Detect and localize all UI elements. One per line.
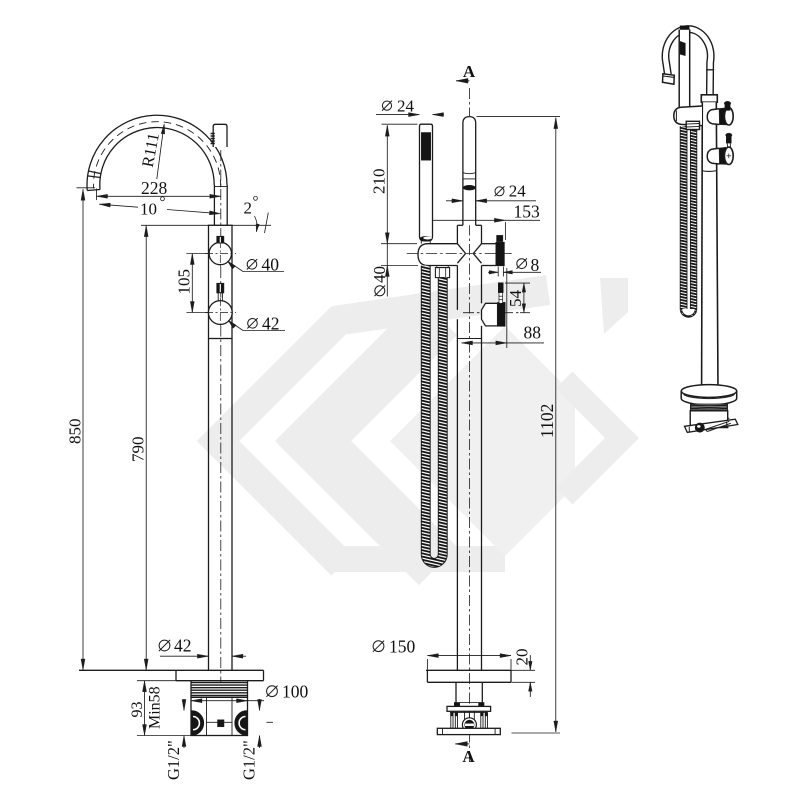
svg-text:A: A: [463, 62, 476, 81]
svg-text:10: 10: [140, 200, 157, 219]
svg-text:G1/2": G1/2": [164, 740, 183, 780]
svg-text:210: 210: [370, 169, 389, 195]
svg-text:850: 850: [66, 419, 85, 445]
svg-text:20: 20: [513, 649, 532, 666]
svg-text:153: 153: [514, 202, 541, 222]
svg-text:°: °: [253, 194, 259, 210]
svg-text:Min58: Min58: [147, 686, 164, 729]
svg-text:40: 40: [262, 255, 280, 275]
svg-text:A: A: [462, 747, 475, 766]
svg-text:24: 24: [397, 97, 415, 116]
svg-text:1102: 1102: [537, 404, 557, 438]
svg-text:228: 228: [141, 178, 168, 198]
svg-text:42: 42: [174, 636, 192, 656]
svg-text:42: 42: [262, 314, 280, 334]
svg-text:°: °: [160, 195, 166, 211]
svg-text:G1/2": G1/2": [240, 740, 259, 780]
svg-text:105: 105: [175, 269, 194, 295]
svg-text:2: 2: [244, 199, 253, 218]
svg-text:93: 93: [129, 702, 146, 718]
svg-text:8: 8: [531, 255, 540, 275]
svg-text:150: 150: [389, 637, 416, 657]
svg-text:54: 54: [506, 290, 525, 308]
svg-text:88: 88: [524, 323, 542, 343]
svg-text:24: 24: [509, 182, 527, 201]
svg-text:40: 40: [370, 266, 389, 283]
svg-text:100: 100: [282, 682, 309, 702]
svg-text:790: 790: [129, 437, 148, 463]
